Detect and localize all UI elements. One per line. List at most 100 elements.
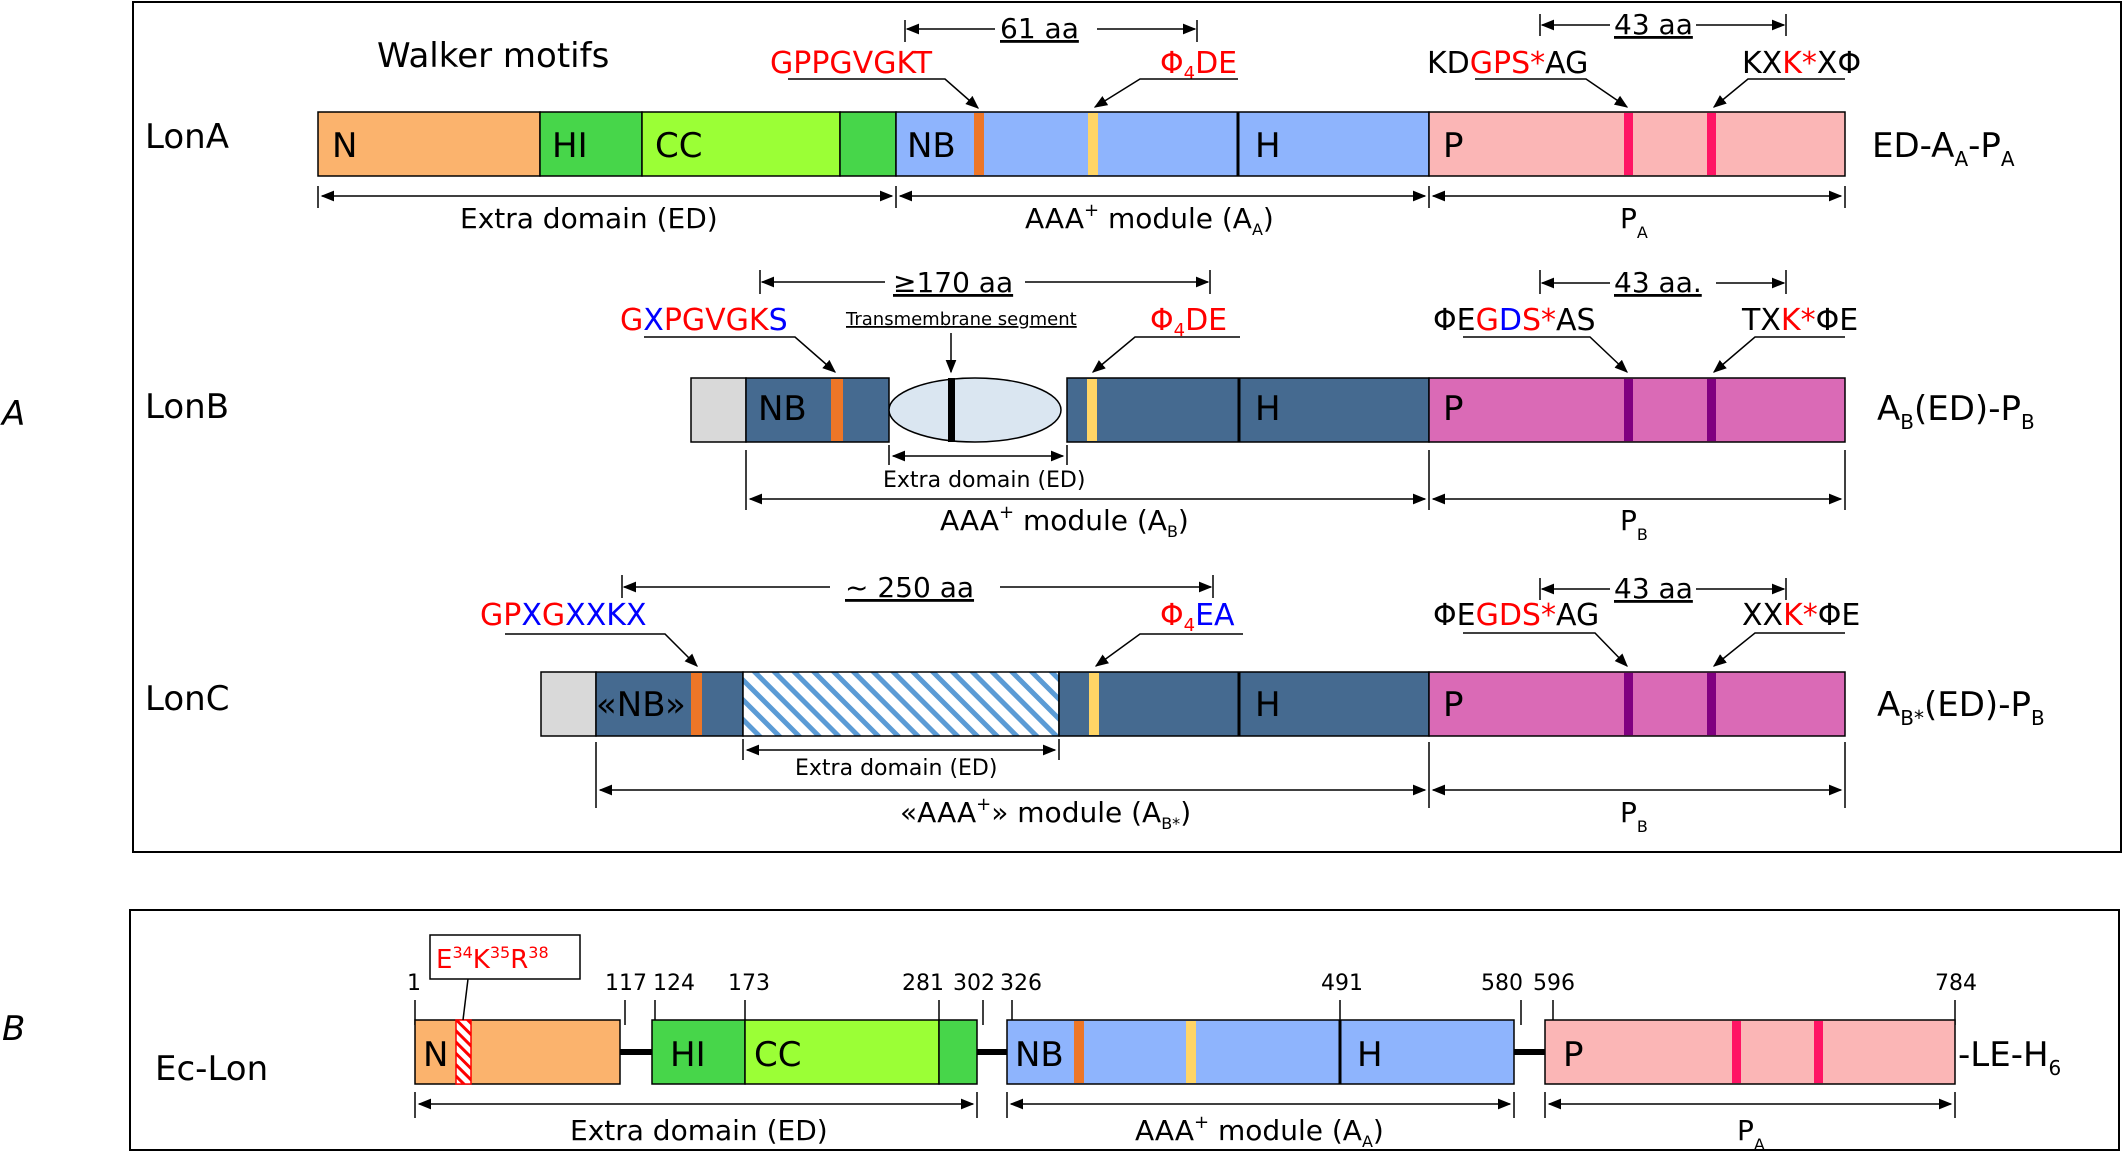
lonA-dom-CC-label: CC bbox=[655, 126, 702, 166]
lonC-aaa-label: «AAA+» module (AB*) bbox=[900, 794, 1191, 833]
lonB-p-pointer-2 bbox=[1712, 336, 1845, 373]
lonB-walker-b-motif: Φ4DE bbox=[1150, 303, 1227, 341]
lonC-formula: AB*(ED)-PB bbox=[1877, 685, 2045, 730]
lonA-aaa-module bbox=[895, 111, 1430, 177]
lonC-span-250-label: ~ 250 aa bbox=[845, 571, 974, 604]
lonB-label: LonB bbox=[145, 387, 229, 427]
lonA-domain-HI-tail bbox=[839, 111, 897, 177]
lonC-ed-label: Extra domain (ED) bbox=[795, 756, 997, 781]
lonB-walker-b-pointer bbox=[1091, 336, 1240, 373]
lonA-p-mark-2 bbox=[1707, 113, 1716, 175]
ec-lon-p-domain bbox=[1544, 1019, 1956, 1085]
ec-lon-dom-P-label: P bbox=[1563, 1035, 1584, 1075]
lonA-dom-HI-label: HI bbox=[552, 126, 588, 166]
lonA-p-pointer-2 bbox=[1712, 78, 1845, 108]
pos-596: 596 bbox=[1533, 971, 1575, 996]
ec-lon-label: Ec-Lon bbox=[155, 1049, 268, 1089]
lonB-p-motif-1: ΦEGDS*AS bbox=[1433, 303, 1596, 338]
walker-motifs-title: Walker motifs bbox=[377, 36, 609, 76]
lonA-walker-a-motif: GPPGVGKT bbox=[770, 46, 933, 81]
lonC-p-label: PB bbox=[1620, 796, 1648, 836]
lonA-p-domain bbox=[1428, 111, 1846, 177]
pos-173: 173 bbox=[728, 971, 770, 996]
lonB-p-domain bbox=[1428, 377, 1846, 443]
lonC-dom-NB-label: «NB» bbox=[596, 685, 686, 725]
lonC-p-pointer-1 bbox=[1463, 632, 1628, 667]
lonC-p-domain bbox=[1428, 671, 1846, 737]
lonC-p-motif-1: ΦEGDS*AG bbox=[1433, 598, 1599, 633]
lonB-walker-a-pointer bbox=[644, 336, 837, 373]
ec-lon-p-mark-2 bbox=[1814, 1021, 1823, 1083]
lonB-ed-label: Extra domain (ED) bbox=[883, 468, 1085, 493]
lonA-dom-H-label: H bbox=[1255, 126, 1281, 166]
panel-b-frame bbox=[129, 909, 2120, 1151]
lonC-walker-a-pointer bbox=[505, 633, 698, 667]
panel-b-letter: B bbox=[2, 1009, 25, 1049]
lonB-nb-domain bbox=[745, 377, 890, 443]
ec-lon-walker-a-mark bbox=[1074, 1021, 1084, 1083]
ec-lon-domain-CC bbox=[744, 1019, 940, 1085]
pos-491: 491 bbox=[1321, 971, 1363, 996]
lonB-dom-P-label: P bbox=[1443, 389, 1464, 429]
ec-lon-dom-H-label: H bbox=[1357, 1035, 1383, 1075]
lonA-p-motif-1: KDGPS*AG bbox=[1427, 46, 1588, 81]
lonA-domain-N bbox=[317, 111, 541, 177]
lonC-label: LonC bbox=[145, 679, 229, 719]
pos-1: 1 bbox=[407, 971, 421, 996]
pos-326: 326 bbox=[1000, 971, 1042, 996]
lonB-transmembrane-label: Transmembrane segment bbox=[845, 309, 1077, 330]
lonA-span-43-label: 43 aa bbox=[1614, 8, 1693, 41]
ec-lon-dom-NB-label: NB bbox=[1015, 1035, 1064, 1075]
mutation-callout-pointer bbox=[462, 978, 469, 1021]
lonA-p-label: PA bbox=[1620, 202, 1648, 242]
mutation-callout-text: E34K35R38 bbox=[436, 943, 549, 975]
ec-lon-ed-label: Extra domain (ED) bbox=[570, 1114, 828, 1147]
lonC-span-43-label: 43 aa bbox=[1614, 572, 1693, 605]
lonA-walker-a-mark bbox=[974, 113, 984, 175]
lonB-walker-a-motif: GXPGVGKS bbox=[620, 303, 788, 338]
lonC-walker-b-motif: Φ4EA bbox=[1160, 598, 1235, 636]
ec-lon-tag: -LE-H6 bbox=[1958, 1035, 2061, 1080]
ec-lon-walker-b-mark bbox=[1186, 1021, 1196, 1083]
lonA-ed-label: Extra domain (ED) bbox=[460, 202, 718, 235]
lonB-n-stub bbox=[690, 377, 747, 443]
lonA-domain-HI bbox=[539, 111, 643, 177]
lonB-p-label: PB bbox=[1620, 504, 1648, 544]
lonC-nb-domain bbox=[595, 671, 744, 737]
lonA-span-61-label: 61 aa bbox=[1000, 12, 1079, 45]
pos-281: 281 bbox=[902, 971, 944, 996]
lonA-p-mark-1 bbox=[1624, 113, 1633, 175]
lonC-row: LonC «NB» H P ~ 250 aa GPXGXXKX Φ4EA 43 … bbox=[145, 571, 2045, 836]
ec-lon-domain-HI-tail bbox=[938, 1019, 978, 1085]
lonA-dom-NB-label: NB bbox=[907, 126, 956, 166]
pos-580: 580 bbox=[1481, 971, 1523, 996]
lonC-p-motif-2: XXK*ΦE bbox=[1742, 598, 1860, 633]
lonA-domain-CC bbox=[641, 111, 841, 177]
lonA-aaa-label: AAA+ module (AA) bbox=[1025, 200, 1274, 239]
lonC-extra-domain-hatched bbox=[742, 671, 1060, 737]
lonC-walker-b-pointer bbox=[1094, 633, 1243, 667]
lonB-dom-NB-label: NB bbox=[758, 389, 807, 429]
lonA-dom-P-label: P bbox=[1443, 126, 1464, 166]
lonB-row: LonB NB H P ≥170 aa GXPGVGKS Transmembra… bbox=[145, 266, 2035, 544]
lonB-span-43-label: 43 aa. bbox=[1614, 266, 1702, 299]
pos-302: 302 bbox=[953, 971, 995, 996]
ec-lon-dom-N-label: N bbox=[423, 1035, 448, 1075]
ec-lon-aaa-module bbox=[1006, 1019, 1515, 1085]
lonA-walker-a-pointer bbox=[788, 78, 980, 109]
lonC-p-mark-2 bbox=[1707, 673, 1716, 735]
lonC-walker-a-motif: GPXGXXKX bbox=[480, 598, 647, 633]
lonC-p-mark-1 bbox=[1624, 673, 1633, 735]
lonB-p-mark-2 bbox=[1707, 379, 1716, 441]
ec-lon-dom-HI-label: HI bbox=[670, 1035, 706, 1075]
lonB-formula: AB(ED)-PB bbox=[1877, 389, 2035, 434]
lonC-n-stub bbox=[540, 671, 597, 737]
lonA-formula: ED-AA-PA bbox=[1872, 126, 2015, 171]
lonA-walker-b-motif: Φ4DE bbox=[1160, 46, 1237, 84]
lonA-label: LonA bbox=[145, 117, 229, 157]
lonA-walker-b-mark bbox=[1088, 113, 1098, 175]
lonB-dom-H-label: H bbox=[1255, 389, 1281, 429]
panel-a-letter: A bbox=[0, 394, 25, 434]
lonC-dom-H-label: H bbox=[1255, 685, 1281, 725]
